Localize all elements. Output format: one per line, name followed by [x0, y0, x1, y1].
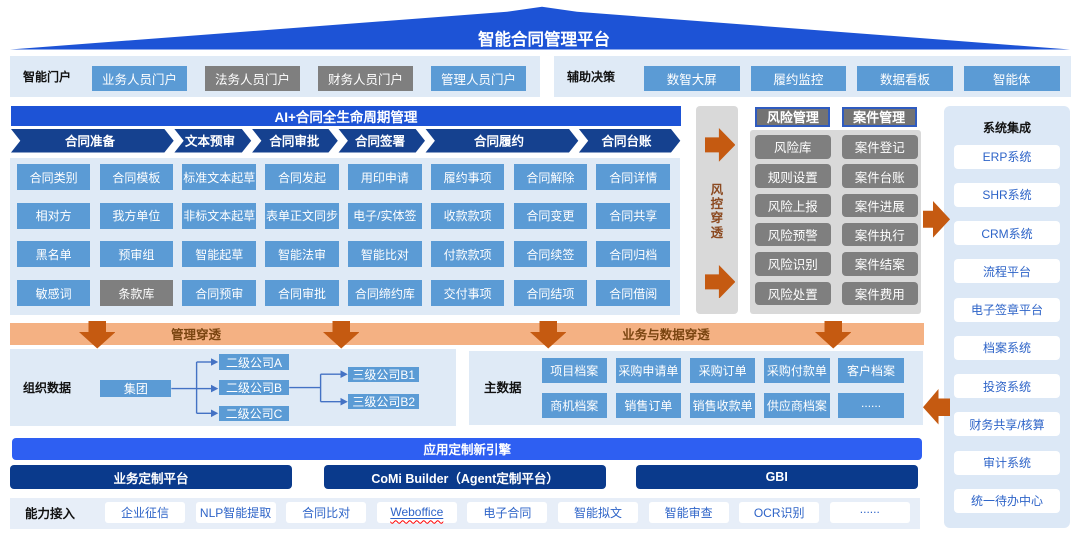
svg-text:合同准备: 合同准备 — [65, 134, 116, 149]
svg-text:合同台账: 合同台账 — [601, 134, 652, 149]
svg-text:合同审批: 合同审批 — [269, 134, 320, 149]
svg-text:文本预审: 文本预审 — [185, 134, 235, 149]
svg-text:合同签署: 合同签署 — [355, 134, 406, 149]
svg-text:合同履约: 合同履约 — [474, 134, 524, 149]
